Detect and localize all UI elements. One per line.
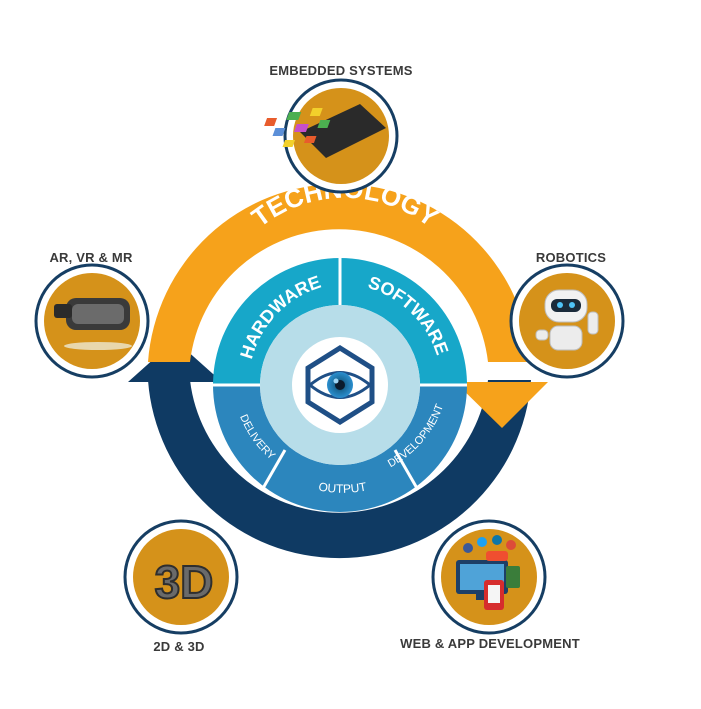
three-d-icon: 3D [154,555,215,609]
eye-logo-icon [305,345,375,425]
ar-vr-mr-label: AR, VR & MR [49,250,133,265]
talent-label: TALENT [294,571,396,608]
inner-ring-upper [213,258,467,385]
inner-ring-lower [213,385,467,512]
robot-icon [535,289,599,351]
technology-arrowhead [455,382,548,428]
chip-icon [264,104,386,158]
web-devices-icon [456,535,520,610]
embedded-systems-node [264,78,399,194]
robotics-node [509,263,625,379]
web-app-node [431,519,547,635]
embedded-systems-label: EMBEDDED SYSTEMS [269,63,413,78]
inner-divider-left [260,449,287,491]
two-d-three-d-label: 2D & 3D [153,639,205,654]
technology-ring [148,183,531,362]
two-d-three-d-node: 3D [123,519,239,635]
output-label: OUTPUT [317,479,368,495]
robotics-label: ROBOTICS [535,250,607,265]
talent-ring [148,380,531,559]
ar-vr-mr-node [34,263,150,379]
inner-divider-right [393,449,420,491]
three-d-icon-text: 3D [155,556,214,608]
vr-headset-icon [54,298,132,350]
web-app-label: WEB & APP DEVELOPMENT [400,636,580,651]
